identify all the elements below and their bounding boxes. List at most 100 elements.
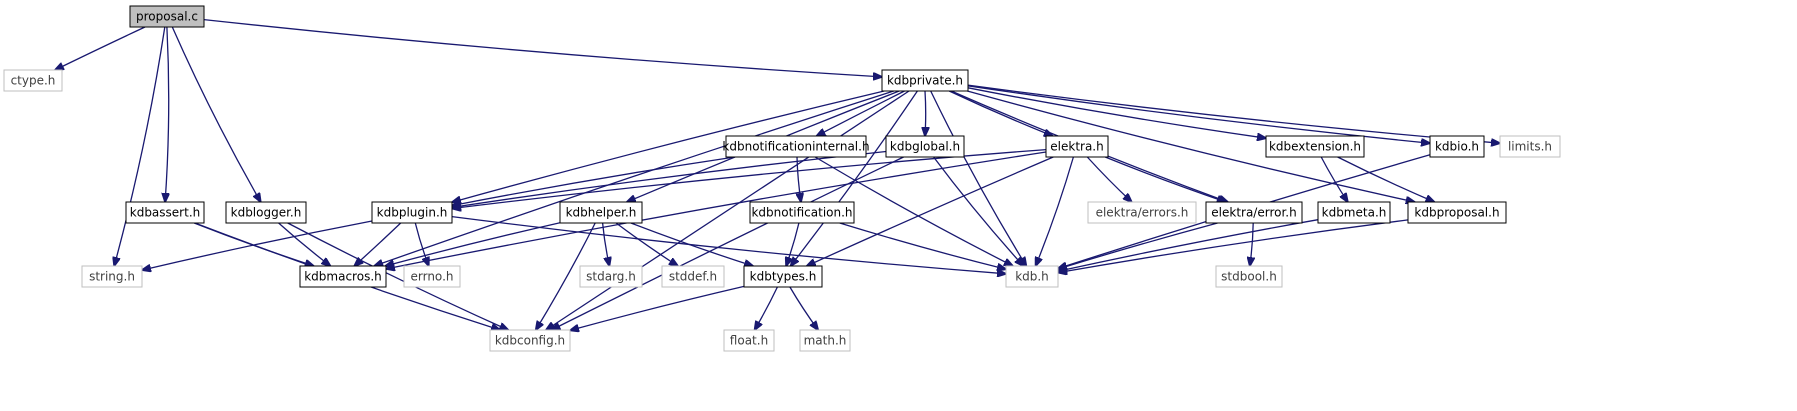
edge-kdbhelper-h-to-kdbtypes-h [630, 222, 753, 266]
node-box [1045, 135, 1109, 158]
node-kdblogger-h[interactable]: kdblogger.h [225, 201, 307, 224]
node-string-h[interactable]: string.h [81, 265, 143, 288]
node-box [1205, 201, 1303, 224]
node-kdbassert-h[interactable]: kdbassert.h [125, 201, 205, 224]
node-box [3, 69, 63, 92]
node-box [579, 265, 643, 288]
node-kdbmacros-h[interactable]: kdbmacros.h [299, 265, 387, 288]
node-kdbmeta-h[interactable]: kdbmeta.h [1317, 201, 1391, 224]
node-label: kdblogger.h [231, 206, 302, 220]
edge-kdbnotificationinternal-h-to-kdbplugin-h [452, 156, 735, 206]
node-box [129, 5, 205, 28]
node-label: limits.h [1508, 140, 1552, 154]
node-label: elektra/errors.h [1096, 206, 1189, 220]
node-label: kdbplugin.h [377, 206, 448, 220]
edge-proposal-c-to-kdbprivate-h [203, 18, 882, 77]
edge-kdbhelper-h-to-kdbconfig-h [536, 222, 596, 330]
node-box [371, 201, 453, 224]
edge-elektra-h-to-elektra-errors-h [1086, 156, 1131, 202]
node-box [225, 201, 307, 224]
node-label: stdbool.h [1221, 270, 1277, 284]
node-label: string.h [89, 270, 135, 284]
node-box [749, 201, 855, 224]
node-float-h[interactable]: float.h [723, 329, 775, 352]
node-label: ctype.h [11, 74, 56, 88]
node-kdbprivate-h[interactable]: kdbprivate.h [881, 69, 969, 92]
edge-kdbprivate-h-to-kdb-h [930, 90, 1027, 266]
node-box [1429, 135, 1485, 158]
node-label: kdbnotificationinternal.h [722, 140, 869, 154]
node-label: kdbglobal.h [890, 140, 960, 154]
edge-kdbplugin-h-to-string-h [142, 220, 373, 270]
node-label: kdbtypes.h [750, 270, 817, 284]
node-box [881, 69, 969, 92]
node-kdbconfig-h[interactable]: kdbconfig.h [489, 329, 571, 352]
node-kdb-h[interactable]: kdb.h [1005, 265, 1059, 288]
node-kdbio-h[interactable]: kdbio.h [1429, 135, 1485, 158]
node-box [125, 201, 205, 224]
node-box [1407, 201, 1507, 224]
edge-kdbplugin-h-to-kdb-h [451, 215, 1006, 274]
edge-kdbtypes-h-to-math-h [789, 286, 818, 330]
node-box [403, 265, 461, 288]
edge-kdbnotificationinternal-h-to-kdb-h [814, 156, 1013, 266]
node-label: proposal.c [136, 10, 198, 24]
edge-kdbprivate-h-to-kdbextension-h [967, 87, 1266, 138]
node-box [559, 201, 643, 224]
node-elektra-error-h[interactable]: elektra/error.h [1205, 201, 1303, 224]
edge-elektra-h-to-elektra-error-h [1104, 156, 1226, 202]
node-box [743, 265, 823, 288]
node-box [1499, 135, 1561, 158]
node-kdbnotification-h[interactable]: kdbnotification.h [749, 201, 855, 224]
edge-kdbprivate-h-to-kdbio-h [967, 85, 1430, 143]
edge-kdbprivate-h-to-elektra-h [948, 90, 1053, 136]
edge-kdbextension-h-to-kdbproposal-h [1337, 156, 1435, 202]
edge-kdbplugin-h-to-kdbmacros-h [354, 222, 402, 266]
edge-kdbnotification-h-to-kdb-h [839, 222, 1006, 269]
node-ctype-h[interactable]: ctype.h [3, 69, 63, 92]
node-elektra-h[interactable]: elektra.h [1045, 135, 1109, 158]
node-limits-h[interactable]: limits.h [1499, 135, 1561, 158]
edge-kdblogger-h-to-kdbmacros-h [278, 222, 331, 266]
edge-kdbplugin-h-to-errno-h [414, 222, 428, 266]
edge-kdbnotification-h-to-kdbtypes-h [786, 222, 800, 266]
node-stdbool-h[interactable]: stdbool.h [1215, 265, 1283, 288]
edge-proposal-c-to-kdblogger-h [171, 26, 260, 202]
edge-elektra-h-to-kdbmacros-h [386, 151, 1047, 269]
node-box [1005, 265, 1059, 288]
edge-kdbhelper-h-to-stddef-h [615, 222, 678, 266]
node-kdbnotificationinternal-h[interactable]: kdbnotificationinternal.h [722, 135, 870, 158]
node-kdbextension-h[interactable]: kdbextension.h [1265, 135, 1365, 158]
node-kdbtypes-h[interactable]: kdbtypes.h [743, 265, 823, 288]
node-elektra-errors-h[interactable]: elektra/errors.h [1087, 201, 1197, 224]
node-kdbglobal-h[interactable]: kdbglobal.h [885, 135, 965, 158]
node-kdbhelper-h[interactable]: kdbhelper.h [559, 201, 643, 224]
edge-proposal-c-to-ctype-h [55, 26, 146, 70]
edge-kdbmeta-h-to-kdb-h [1058, 219, 1319, 272]
node-box [661, 265, 725, 288]
node-kdbproposal-h[interactable]: kdbproposal.h [1407, 201, 1507, 224]
node-stdarg-h[interactable]: stdarg.h [579, 265, 643, 288]
edge-kdbprivate-h-to-kdbtypes-h [791, 90, 918, 266]
node-kdbplugin-h[interactable]: kdbplugin.h [371, 201, 453, 224]
node-math-h[interactable]: math.h [799, 329, 851, 352]
node-box [1215, 265, 1283, 288]
node-box [489, 329, 571, 352]
node-box [725, 135, 867, 158]
node-errno-h[interactable]: errno.h [403, 265, 461, 288]
edge-kdbprivate-h-to-limits-h [967, 84, 1500, 143]
node-box [1087, 201, 1197, 224]
edge-elektra-error-h-to-kdb-h [1058, 222, 1218, 269]
edge-elektra-h-to-kdbtypes-h [807, 156, 1054, 266]
edge-kdbhelper-h-to-kdbmacros-h [385, 222, 561, 266]
node-label: kdbextension.h [1269, 140, 1361, 154]
edge-kdbglobal-h-to-kdbconfig-h [551, 156, 904, 330]
edge-kdbtypes-h-to-float-h [755, 286, 778, 330]
node-stddef-h[interactable]: stddef.h [661, 265, 725, 288]
node-label: elektra/error.h [1211, 206, 1296, 220]
edge-proposal-c-to-string-h [114, 26, 166, 266]
node-box [299, 265, 387, 288]
edge-kdbprivate-h-to-kdbglobal-h [925, 90, 926, 136]
node-label: math.h [804, 334, 847, 348]
